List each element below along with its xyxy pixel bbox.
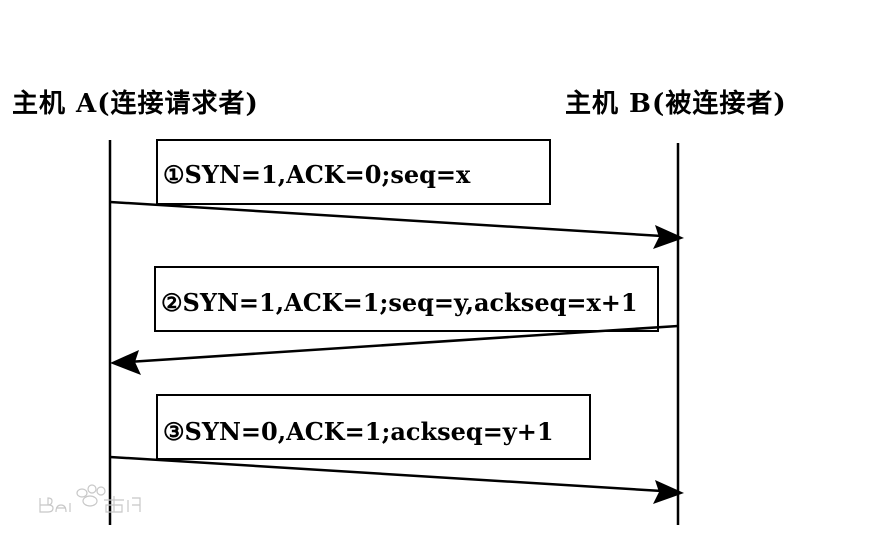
message-3-arrow	[109, 455, 663, 493]
message-1-arrow	[109, 200, 663, 238]
host-b-label: 主机 B(被连接者)	[565, 89, 787, 119]
message-3-arrowhead	[653, 480, 684, 504]
message-2-arrow	[127, 324, 679, 364]
message-3-text: ③SYN=0,ACK=1;ackseq=y+1	[163, 417, 554, 446]
message-1-arrowhead	[653, 225, 684, 249]
message-1-box	[156, 139, 551, 205]
message-2-text: ②SYN=1,ACK=1;seq=y,ackseq=x+1	[161, 288, 638, 317]
host-a-label: 主机 A(连接请求者)	[12, 89, 259, 119]
watermark-logo	[39, 484, 141, 513]
message-1-text: ①SYN=1,ACK=0;seq=x	[163, 160, 471, 189]
paw-icon	[76, 484, 106, 507]
message-2-arrowhead	[110, 350, 141, 375]
message-2-box	[154, 266, 659, 332]
message-3-box	[156, 394, 591, 460]
